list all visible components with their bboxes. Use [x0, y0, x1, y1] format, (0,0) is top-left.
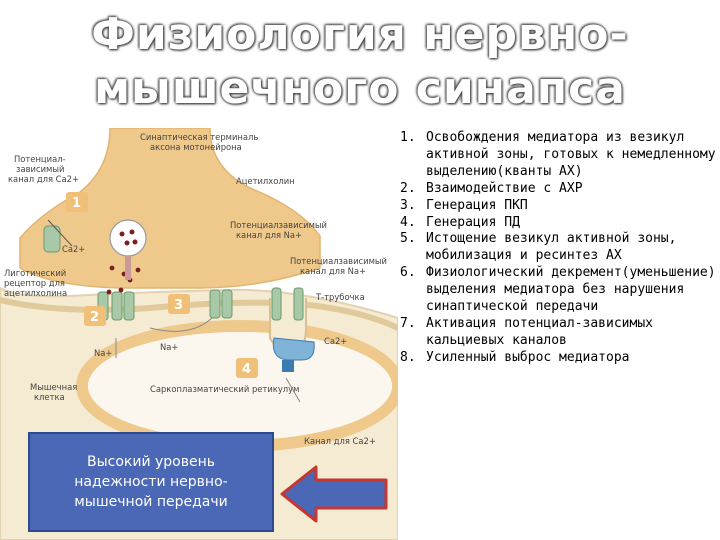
- label-sr: Саркоплазматический ретикулум: [150, 384, 299, 394]
- reliability-note-text: Высокий уровень надежности нервно- мышеч…: [74, 454, 228, 510]
- title-line-2: мышечного синапса: [94, 63, 626, 114]
- step-num: 3.: [400, 197, 416, 213]
- label-vg-channel-3: канал для Ca2+: [8, 174, 79, 184]
- step-num: 7.: [400, 315, 416, 331]
- label-vg-na-1: Потенциалзависимый: [290, 256, 387, 266]
- label-ach: Ацетилхолин: [236, 176, 295, 186]
- label-na-channel-1: Потенциалзависимый: [230, 220, 327, 230]
- label-ca-channel: Канал для Ca2+: [304, 436, 376, 446]
- label-receptor-2: рецептор для: [4, 278, 65, 288]
- label-receptor-3: ацетилхолина: [4, 288, 67, 298]
- step-badge-1-label: 1: [72, 196, 81, 211]
- title-line-1: Физиология нервно-: [91, 9, 629, 60]
- step-badge-4: [236, 358, 258, 378]
- muscle-membrane: [0, 297, 398, 331]
- label-receptor-1: Лиготический: [4, 268, 66, 278]
- step-item-7: 7. Активация потенциал-зависимых кальциев…: [400, 316, 716, 350]
- step-num: 5.: [400, 231, 416, 247]
- step-item-8: 8. Усиленный выброс медиатора: [400, 350, 716, 367]
- nerve-terminal: [19, 128, 321, 289]
- step-num: 6.: [400, 265, 416, 281]
- ca-channel-sr: [272, 337, 315, 361]
- step-item-5: 5. Истощение везикул активной зоны, мобил…: [400, 231, 716, 265]
- label-ca-terminal: Ca2+: [62, 244, 85, 254]
- na-channel: [209, 289, 221, 319]
- step-text: Активация потенциал-зависимых кальциевых…: [426, 315, 653, 348]
- step-item-1: 1. Освобождения медиатора из везикул акти…: [400, 130, 716, 181]
- step-num: 4.: [400, 214, 416, 230]
- reliability-note-box: Высокий уровень надежности нервно- мышеч…: [28, 432, 274, 532]
- step-text: Усиленный выброс медиатора: [426, 349, 630, 365]
- step-text: Освобождения медиатора из везикул активн…: [426, 130, 716, 179]
- step-badge-4-label: 4: [242, 362, 251, 377]
- label-muscle-1: Мышечная: [30, 382, 77, 392]
- step-text: Физиологический декремент(уменьшение) вы…: [426, 265, 716, 315]
- label-terminal-2: аксона мотонейрона: [150, 142, 242, 152]
- label-ca-ion: Ca2+: [324, 336, 347, 346]
- ca-channel-terminal: [43, 225, 61, 253]
- step-item-6: 6. Физиологический декремент(уменьшение) …: [400, 265, 716, 316]
- step-text: Взаимодействие с АХР: [426, 180, 583, 196]
- step-badge-2-label: 2: [90, 310, 99, 325]
- ach-receptor-2: [111, 291, 123, 321]
- slide-title: Физиология нервно- мышечного синапса: [0, 8, 720, 116]
- step-badge-3: [168, 294, 190, 314]
- label-muscle-2: клетка: [34, 392, 65, 402]
- step-text: Генерация ПКП: [426, 197, 528, 213]
- step-num: 8.: [400, 349, 416, 365]
- label-terminal-1: Синаптическая терминаль: [140, 132, 258, 142]
- mechanism-steps-list: 1. Освобождения медиатора из везикул акти…: [400, 130, 716, 367]
- vesicle: [109, 219, 147, 257]
- step-num: 1.: [400, 130, 416, 145]
- label-na-channel-2: канал для Na+: [236, 230, 302, 240]
- step-text: Генерация ПД: [426, 214, 520, 230]
- step-badge-3-label: 3: [174, 298, 183, 313]
- label-vg-channel-1: Потенциал-: [14, 154, 66, 164]
- label-vg-na-2: канал для Na+: [300, 266, 366, 276]
- step-item-3: 3. Генерация ПКП: [400, 198, 716, 215]
- ach-receptor-3: [123, 291, 135, 321]
- step-badge-1: [66, 192, 88, 212]
- step-item-2: 2. Взаимодействие с АХР: [400, 181, 716, 198]
- step-badge-2: [84, 306, 106, 326]
- label-na-ion-2: Na+: [94, 348, 112, 358]
- left-arrow-icon: [280, 465, 388, 523]
- label-vg-channel-2: зависимый: [16, 164, 64, 174]
- step-num: 2.: [400, 180, 416, 196]
- step-item-4: 4. Генерация ПД: [400, 215, 716, 232]
- label-t-tubule: Т-трубочка: [315, 292, 365, 302]
- label-na-ion-1: Na+: [160, 342, 178, 352]
- step-text: Истощение везикул активной зоны, мобилиз…: [426, 231, 677, 264]
